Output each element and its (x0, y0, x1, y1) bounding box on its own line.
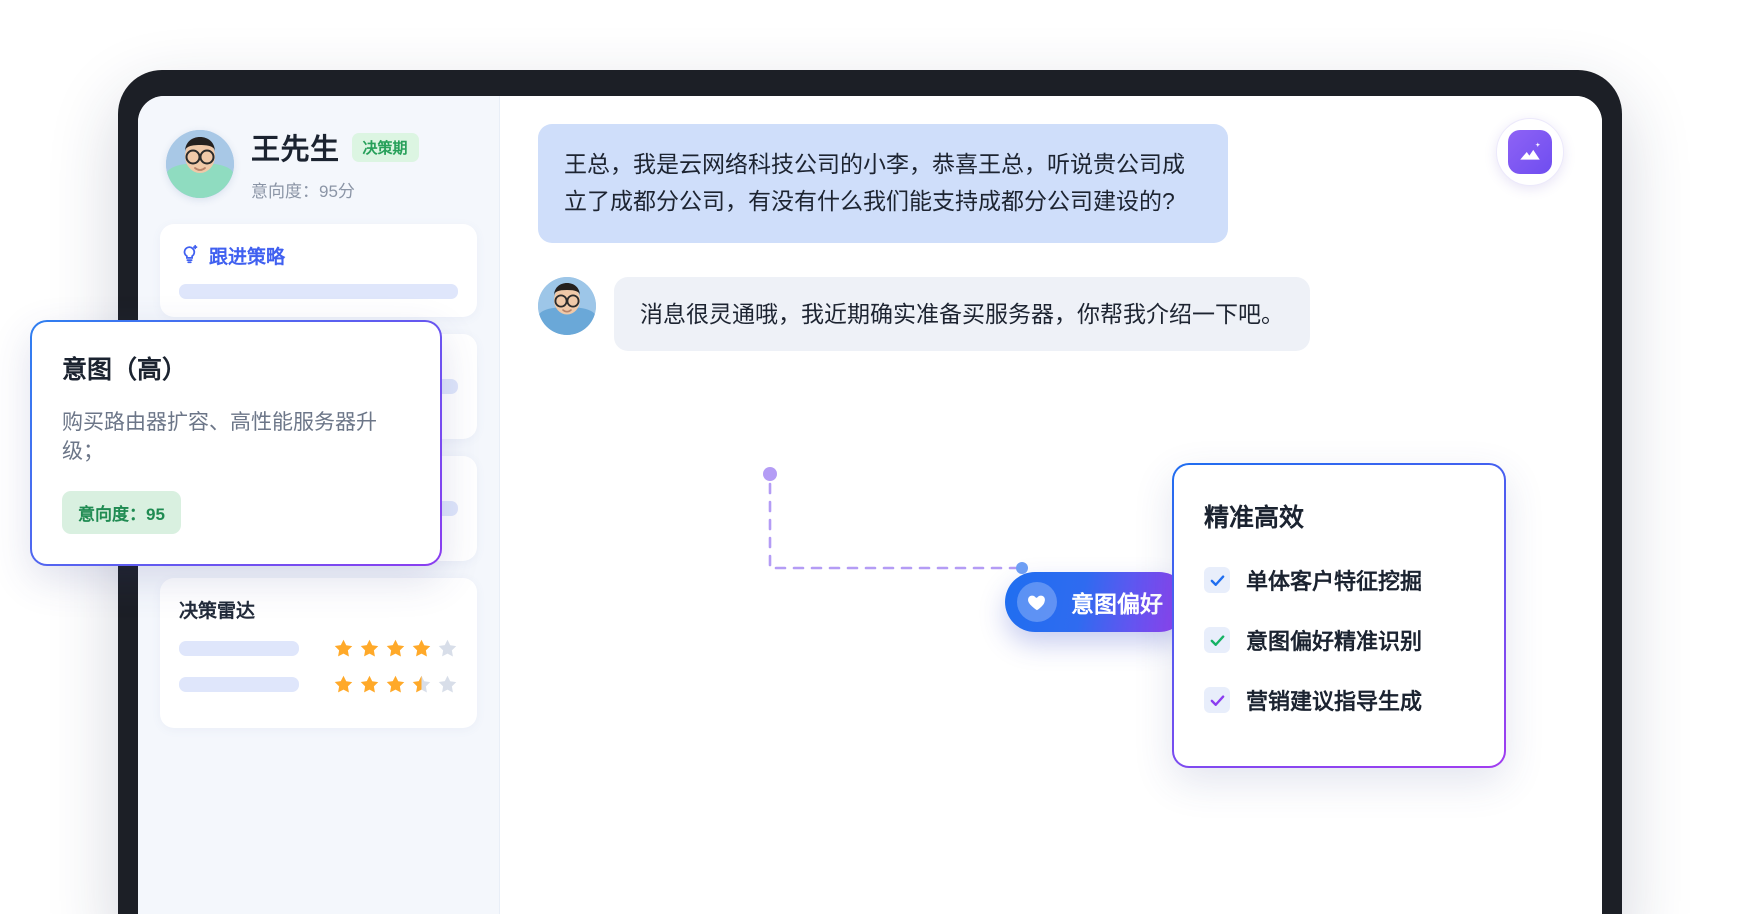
follow-up-strategy-panel[interactable]: 跟进策略 (160, 224, 477, 317)
status-badge: 决策期 (351, 132, 419, 162)
avatar (166, 130, 234, 198)
feature-popup-card[interactable]: 精准高效 单体客户特征挖掘 意图偏好精准识别 营销建议指导生成 (1172, 463, 1506, 768)
check-icon (1204, 627, 1230, 653)
preference-pill-label: 意图偏好 (1071, 591, 1163, 617)
feature-list-item-label: 营销建议指导生成 (1246, 689, 1423, 714)
connector-start-dot (763, 467, 777, 481)
rating-stars (333, 638, 458, 659)
feature-list-item: 单体客户特征挖掘 (1204, 564, 1474, 596)
intent-score-badge: 意向度：95 (62, 490, 181, 534)
panel-title: 决策雷达 (179, 601, 256, 622)
intent-card-description: 购买路由器扩容、高性能服务器升级； (62, 411, 377, 464)
decision-radar-panel[interactable]: 决策雷达 (160, 578, 477, 728)
feature-list-item: 营销建议指导生成 (1204, 684, 1474, 716)
feature-list-item: 意图偏好精准识别 (1204, 624, 1474, 656)
panel-header: 跟进策略 (179, 242, 458, 269)
message-row-agent: 王总，我是云网络科技公司的小李，恭喜王总，听说贵公司成立了成都分公司，有没有什么… (538, 124, 1562, 243)
check-icon (1204, 687, 1230, 713)
heart-icon (1017, 582, 1057, 622)
intent-preference-pill[interactable]: 意图偏好 (1005, 572, 1189, 632)
intent-card-title: 意图（高） (62, 356, 188, 384)
radar-row (179, 674, 458, 695)
customer-name: 王先生 (251, 134, 340, 166)
skeleton-line (179, 641, 299, 656)
customer-avatar (538, 276, 596, 335)
rating-stars (333, 674, 458, 695)
message-bubble: 消息很灵通哦，我近期确实准备买服务器，你帮我介绍一下吧。 (614, 276, 1310, 352)
half-star-icon (412, 675, 431, 693)
customer-profile[interactable]: 王先生 决策期 意向度：95分 (160, 118, 477, 224)
feature-card-title: 精准高效 (1204, 504, 1305, 532)
feature-list-item-label: 意图偏好精准识别 (1246, 629, 1423, 654)
skeleton-line (179, 677, 299, 692)
radar-row (179, 638, 458, 659)
intent-score-text: 意向度：95分 (251, 182, 355, 201)
ai-sparkle-icon (1508, 130, 1552, 174)
lightbulb-sparkle-icon (179, 243, 200, 269)
feature-list-item-label: 单体客户特征挖掘 (1246, 569, 1423, 594)
panel-title: 跟进策略 (209, 247, 286, 268)
check-icon (1204, 567, 1230, 593)
ai-sparkle-button[interactable] (1496, 118, 1564, 186)
intent-popup-card[interactable]: 意图（高） 购买路由器扩容、高性能服务器升级； 意向度：95 (30, 320, 442, 566)
message-bubble: 王总，我是云网络科技公司的小李，恭喜王总，听说贵公司成立了成都分公司，有没有什么… (538, 124, 1228, 243)
message-row-customer: 消息很灵通哦，我近期确实准备买服务器，你帮我介绍一下吧。 (538, 276, 1562, 352)
panel-header: 决策雷达 (179, 596, 458, 623)
name-row: 王先生 决策期 (251, 126, 419, 168)
profile-text-block: 王先生 决策期 意向度：95分 (251, 126, 419, 202)
skeleton-line (179, 284, 458, 299)
